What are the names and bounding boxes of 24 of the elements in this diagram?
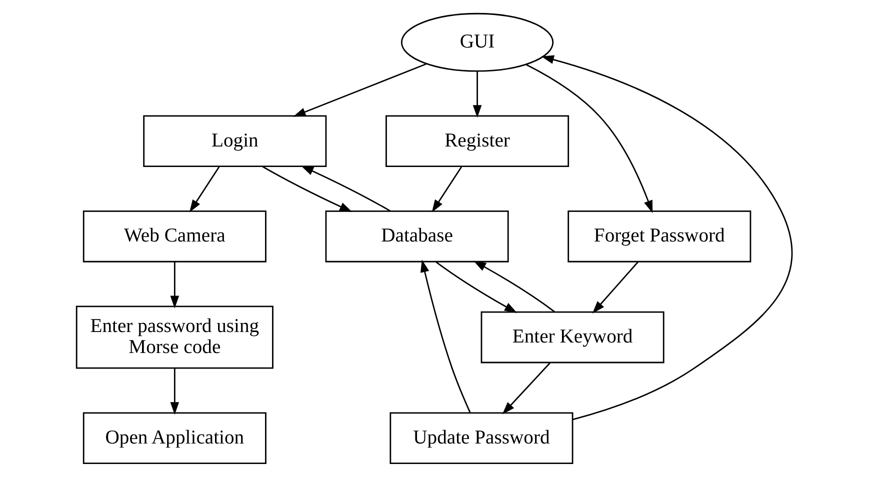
node-box: Enter Keyword	[480, 311, 664, 364]
arrow	[472, 72, 482, 118]
arrow	[502, 362, 551, 414]
node-box: Forget Password	[568, 210, 752, 262]
arrow	[420, 260, 471, 413]
arrow	[473, 260, 555, 312]
node-box: Enter password using Morse code	[76, 306, 274, 369]
node-box: Login	[143, 115, 327, 168]
arrow	[170, 262, 180, 308]
arrow	[293, 63, 427, 117]
arrow	[526, 64, 653, 214]
arrow	[300, 166, 391, 212]
node-box: Register	[386, 115, 570, 168]
node-box: Update Password	[390, 412, 574, 464]
arrow	[189, 166, 220, 212]
arrow	[262, 166, 352, 212]
node-box: Database	[325, 210, 509, 262]
arrow	[592, 262, 638, 314]
node-box: Web Camera	[82, 210, 266, 262]
arrow	[170, 368, 180, 415]
node-box: Open Application	[82, 412, 266, 464]
arrow	[541, 55, 792, 420]
arrow	[436, 261, 518, 313]
arrow	[432, 166, 462, 212]
